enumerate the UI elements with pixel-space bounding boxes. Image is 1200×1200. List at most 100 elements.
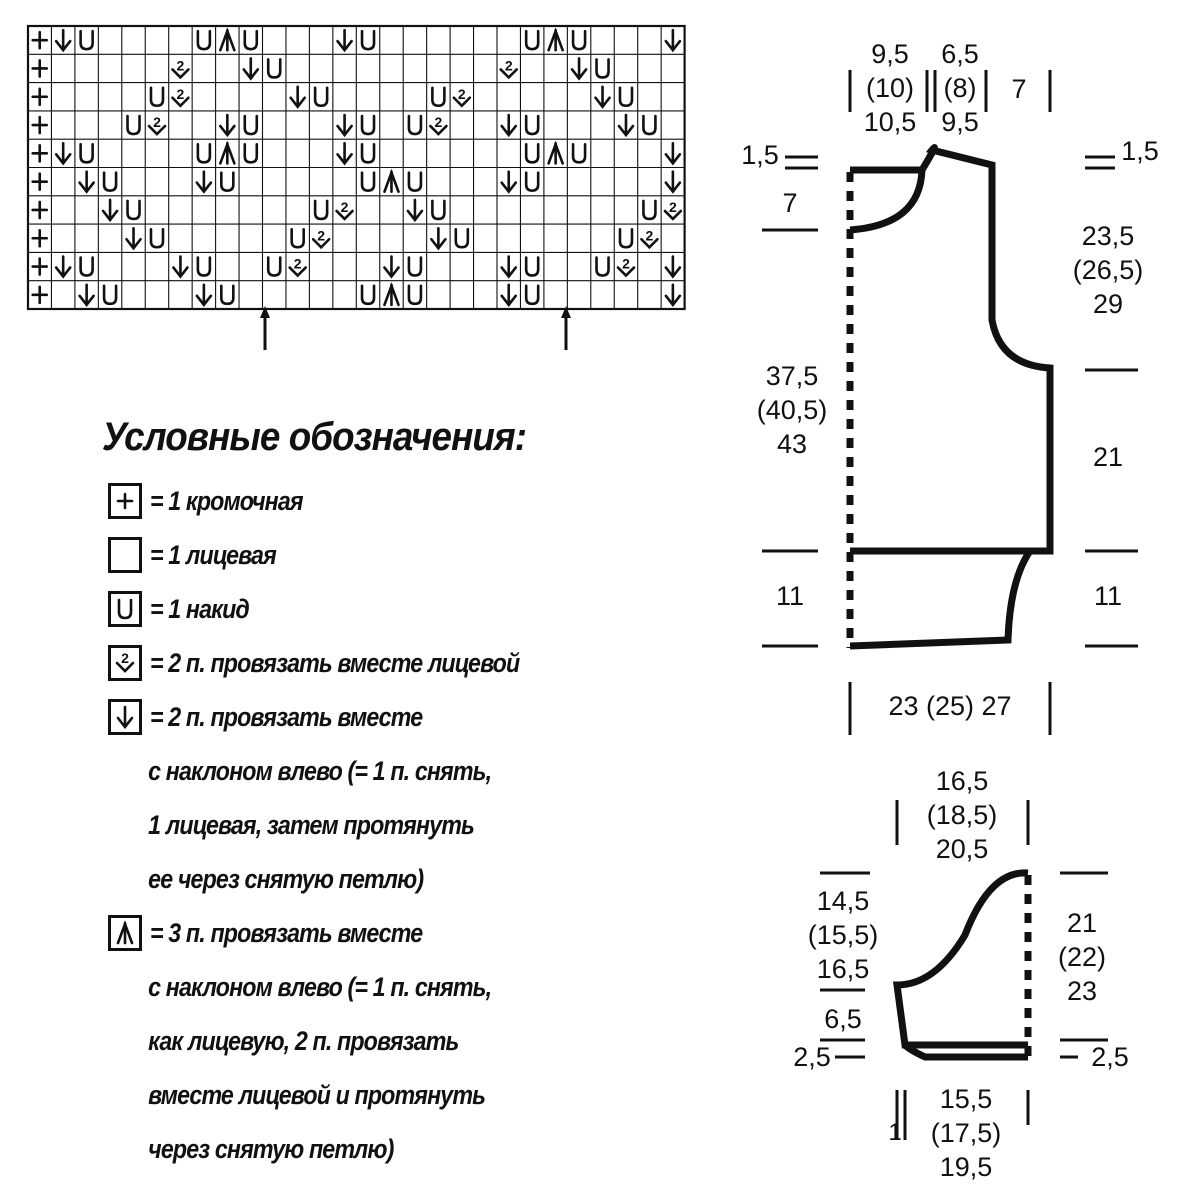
- yarn-over-symbol: [360, 143, 376, 164]
- yarn-over-symbol: [360, 171, 376, 192]
- k2tog-symbol: 2: [147, 114, 167, 136]
- legend-item-text: = 2 п. провязать вместе лицевой: [150, 647, 520, 678]
- yarn-over-symbol: [266, 256, 282, 277]
- k2tog-left-symbol: [336, 142, 353, 166]
- neck-width-label-2: (10): [866, 73, 914, 103]
- legend-item-text-continued: с наклоном влево (= 1 п. снять,: [148, 756, 492, 786]
- yarn-over-symbol: [360, 114, 376, 136]
- yarn-over-symbol: [149, 227, 165, 249]
- yarn-over-symbol: [571, 143, 587, 164]
- yarn-over-symbol: [524, 114, 540, 136]
- k2tog-left-symbol: [54, 142, 72, 166]
- edge-stitch-symbol: [31, 144, 49, 163]
- k2tog-left-symbol: [664, 28, 682, 53]
- neck-side-label-2: (8): [944, 73, 977, 103]
- yarn-over-icon: [108, 591, 142, 627]
- sleeve-cap-right-3: 23: [1067, 976, 1097, 1006]
- k3tog-left-symbol: [383, 282, 400, 307]
- yarn-over-symbol: [220, 171, 235, 192]
- k2tog-left-symbol: [242, 57, 260, 81]
- k2tog-left-symbol: [500, 113, 518, 138]
- side-right-label: 21: [1093, 442, 1123, 472]
- yarn-over-symbol: [524, 171, 540, 192]
- yarn-over-symbol: [266, 58, 282, 79]
- yarn-over-symbol: [618, 86, 634, 108]
- yarn-over-symbol: [102, 284, 118, 306]
- legend: Условные обозначения: = 1 кромочная= 1 л…: [100, 415, 660, 1176]
- armhole-label-3: 29: [1093, 289, 1123, 319]
- k2tog-left-symbol: [336, 113, 353, 138]
- svg-text:2: 2: [317, 227, 325, 243]
- yarn-over-symbol: [196, 256, 212, 277]
- hem-outline: [849, 547, 1037, 650]
- yarn-over-symbol: [79, 29, 94, 51]
- k2tog-symbol: 2: [663, 199, 683, 221]
- legend-item-text-continued: через снятую петлю): [148, 1134, 394, 1164]
- yarn-over-symbol: [618, 227, 634, 249]
- k2tog-symbol: 2: [288, 256, 307, 278]
- k2tog-left-symbol: [101, 198, 119, 223]
- sleeve-cap-left-1: 14,5: [817, 886, 870, 916]
- legend-item-text: = 1 лицевая: [150, 539, 277, 570]
- k2tog-left-symbol: [219, 113, 236, 138]
- yarn-over-symbol: [243, 29, 259, 51]
- legend-item: = 1 накид: [100, 582, 660, 636]
- yarn-over-symbol: [360, 284, 376, 306]
- k2tog-left-symbol: [430, 226, 447, 251]
- yarn-over-symbol: [126, 199, 141, 221]
- edge-stitch-icon: [108, 483, 142, 519]
- knit-stitch-icon: [108, 537, 142, 573]
- sleeve-top-width-1: 16,5: [936, 766, 989, 796]
- sleeve-bottom-width-2: (17,5): [931, 1118, 1002, 1148]
- yarn-over-symbol: [524, 29, 540, 51]
- sleeve-cap-left-3: 16,5: [817, 954, 870, 984]
- legend-item-text-continued: как лицевую, 2 п. провязать: [148, 1026, 459, 1056]
- width-label: 23 (25) 27: [888, 691, 1011, 721]
- yarn-over-symbol: [524, 284, 540, 306]
- sleeve-schematic: 16,5 (18,5) 20,5 14,5 (15,5) 16,5 6,5 2,…: [793, 766, 1129, 1182]
- svg-text:2: 2: [341, 199, 349, 215]
- edge-stitch-symbol: [31, 87, 49, 107]
- edge-stitch-symbol: [31, 285, 49, 305]
- yarn-over-symbol: [196, 29, 212, 51]
- yarn-over-symbol: [407, 256, 423, 277]
- svg-text:2: 2: [121, 650, 129, 666]
- yarn-over-symbol: [407, 114, 423, 136]
- yarn-over-symbol: [220, 284, 235, 306]
- body-schematic: 9,5 (10) 10,5 6,5 (8) 9,5 7 1,5 1,5 7 23…: [741, 39, 1159, 735]
- svg-text:2: 2: [177, 57, 185, 73]
- neck-width-label-3: 10,5: [864, 107, 917, 137]
- svg-text:2: 2: [294, 256, 302, 272]
- sleeve-cuff-right: 2,5: [1091, 1042, 1129, 1072]
- k2tog-symbol: 2: [499, 57, 519, 80]
- yarn-over-symbol: [407, 284, 423, 306]
- yarn-over-symbol: [595, 256, 610, 277]
- sleeve-lower-left: 6,5: [824, 1004, 862, 1034]
- svg-text:2: 2: [434, 114, 442, 130]
- k3tog-left-symbol: [547, 27, 564, 52]
- yarn-over-symbol: [407, 171, 423, 192]
- k2tog-left-icon: [108, 699, 142, 735]
- yarn-over-symbol: [290, 227, 305, 249]
- neck-drop-back-label: 1,5: [1121, 136, 1159, 166]
- yarn-over-symbol: [524, 256, 540, 277]
- yarn-over-symbol: [102, 171, 118, 192]
- k2tog-symbol: 2: [640, 227, 659, 250]
- sleeve-cuff-left: 2,5: [793, 1042, 831, 1072]
- yarn-over-symbol: [524, 143, 540, 164]
- k2tog-symbol: 2: [311, 227, 331, 250]
- k2tog-symbol: 2: [171, 57, 190, 80]
- legend-item-text: = 2 п. провязать вместе: [150, 701, 423, 732]
- shoulder-label: 7: [1011, 74, 1026, 104]
- edge-stitch-symbol: [31, 228, 49, 248]
- k2tog-left-symbol: [54, 255, 72, 279]
- bottom-right-label: 11: [1094, 581, 1122, 611]
- legend-item: = 2 п. провязать вместе: [100, 690, 660, 744]
- sleeve-bottom-width-3: 19,5: [940, 1152, 993, 1182]
- yarn-over-symbol: [149, 86, 165, 108]
- svg-text:2: 2: [505, 57, 513, 73]
- yarn-over-symbol: [431, 199, 446, 221]
- yarn-over-symbol: [431, 86, 446, 108]
- sleeve-outline: [893, 869, 1029, 1049]
